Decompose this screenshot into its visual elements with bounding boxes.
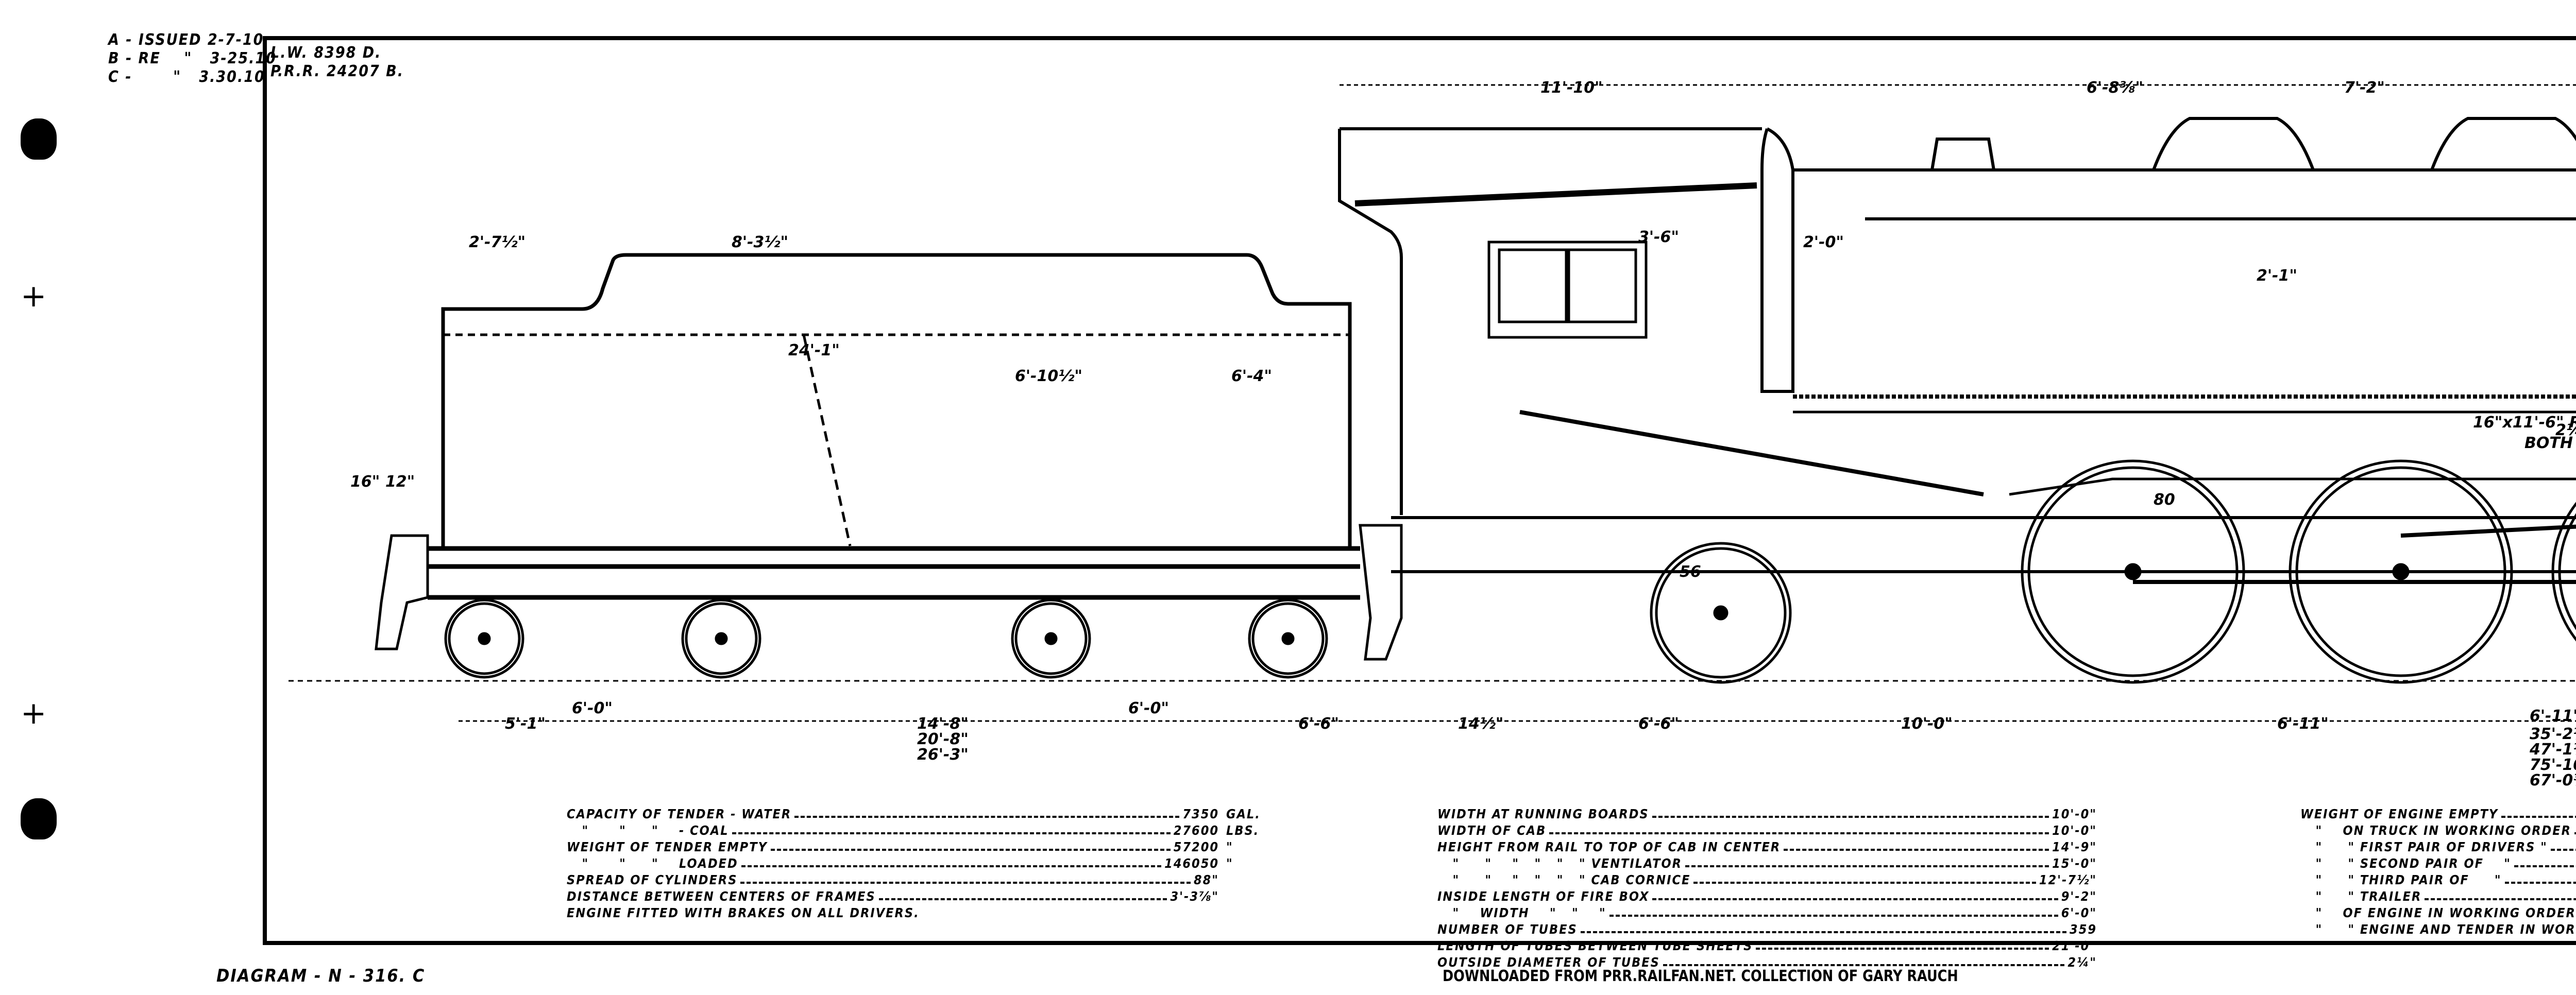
dim-boiler-1: 2'-1" [2257, 267, 2297, 285]
dim-bottom-4: 20'-8" [917, 730, 969, 748]
revision-block: A - ISSUED 2-7-10 B - RE " 3-25.10 C - "… [108, 31, 277, 87]
weight-spec-table: WEIGHT OF ENGINE EMPTY238900LBS. " ON TR… [2300, 806, 2576, 938]
punch-hole-mark [21, 118, 57, 160]
punch-hole-mark [21, 798, 57, 839]
driving-wheels [1650, 459, 2576, 684]
dim-bottom-10: 10'-0" [1901, 715, 1953, 733]
registration-cross-icon: + [21, 278, 47, 314]
tender [375, 253, 1403, 661]
spec-row: WEIGHT OF ENGINE EMPTY238900LBS. [2300, 806, 2576, 822]
dim-tender-1: 2'-7½" [469, 233, 526, 251]
dim-bottom-15: 75'-10¾" [2530, 756, 2576, 774]
dim-bottom-12: 6'-11" [2530, 707, 2576, 725]
dim-top-2: 6'-8⅜" [2087, 79, 2143, 97]
dim-bottom-1: 5'-1" [505, 715, 546, 733]
dim-boiler-3: BOTH SIDES. [2524, 434, 2576, 452]
reference-numbers: L.W. 8398 D. P.R.R. 24207 B. [270, 44, 404, 81]
dim-bottom-7: 6'-6" [1298, 715, 1339, 733]
dim-bottom-8: 14½" [1458, 715, 1503, 733]
cab [1338, 127, 1794, 515]
dim-bottom-14: 47'-1¼" [2529, 741, 2576, 759]
dim-boiler-4: 2¼" [2555, 421, 2576, 439]
registration-cross-icon: + [21, 695, 47, 731]
lw-reference: L.W. 8398 D. [270, 44, 382, 62]
spec-row: " " FIRST PAIR OF DRIVERS "59500" [2300, 839, 2576, 855]
dimension-lines [459, 84, 2576, 722]
dim-bottom-5: 26'-3" [917, 746, 969, 764]
dim-bottom-13: 35'-2½" [2530, 725, 2576, 743]
dim-tender-5: 6'-4" [1231, 367, 1272, 385]
wheel-label-driver: 80 [2154, 491, 2175, 509]
dim-bottom-9: 6'-6" [1638, 715, 1679, 733]
dim-tender-2: 8'-3½" [732, 233, 788, 251]
dim-bottom-3: 14'-8" [917, 715, 969, 733]
dim-cab-1: 3'-6" [1638, 228, 1679, 246]
wheel-label-truck: 56 [1680, 563, 1701, 581]
spec-row: " WIDTH " " "6'-0" [1437, 905, 2097, 920]
dim-bottom-11: 6'-11" [2277, 715, 2329, 733]
dim-bottom-16: 67'-0¾" [2530, 771, 2576, 790]
dim-top-3: 7'-2" [2344, 79, 2385, 97]
dim-bottom-2: 6'-0" [572, 699, 613, 717]
spec-row: " " SECOND PAIR OF "61400" [2300, 855, 2576, 872]
boiler [1793, 117, 2576, 414]
spec-row: ENGINE FITTED WITH BRAKES ON ALL DRIVERS… [567, 905, 920, 920]
dimension-labels: 11'-10" 6'-8⅜" 7'-2" 5'-10⅛" 6'-6" 2'-7½… [350, 79, 2576, 790]
revision-a: A - ISSUED 2-7-10 [108, 31, 264, 49]
spec-row: HEIGHT FROM RAIL TO TOP OF CAB IN CENTER… [1437, 839, 2097, 854]
diagram-number: DIAGRAM - N - 316. C [216, 966, 426, 986]
spec-row: " " THIRD PAIR OF "62667" [2300, 872, 2576, 888]
dim-tender-4: 6'-10½" [1015, 367, 1082, 385]
prr-reference: P.R.R. 24207 B. [270, 62, 404, 80]
revision-b: B - RE " 3-25.10 [108, 49, 277, 67]
spec-row: " " TRAILER42833" [2300, 888, 2576, 905]
spec-row: " OF ENGINE IN WORKING ORDER267833" [2300, 905, 2576, 920]
revision-c: C - " 3.30.10 [108, 68, 265, 86]
tender-wheels [444, 598, 1328, 679]
dim-boiler-2: 16"x11'-6" RESERVOIR [2473, 414, 2576, 432]
dim-cab-2: 2'-0" [1803, 233, 1844, 251]
dim-top-1: 11'-10" [1540, 79, 1603, 97]
drawing-border [263, 36, 2576, 945]
dim-tender-6: 16" 12" [350, 473, 415, 491]
dim-bottom-6: 6'-0" [1128, 699, 1169, 717]
spec-row: " ON TRUCK IN WORKING ORDER41433" [2300, 822, 2576, 839]
spec-row: " " ENGINE AND TENDER IN WORKING ORDER41… [2315, 922, 2576, 937]
frames [1391, 410, 2576, 573]
source-credit: DOWNLOADED FROM PRR.RAILFAN.NET. COLLECT… [1443, 967, 1958, 985]
dim-tender-3: 24'-1" [788, 341, 840, 359]
